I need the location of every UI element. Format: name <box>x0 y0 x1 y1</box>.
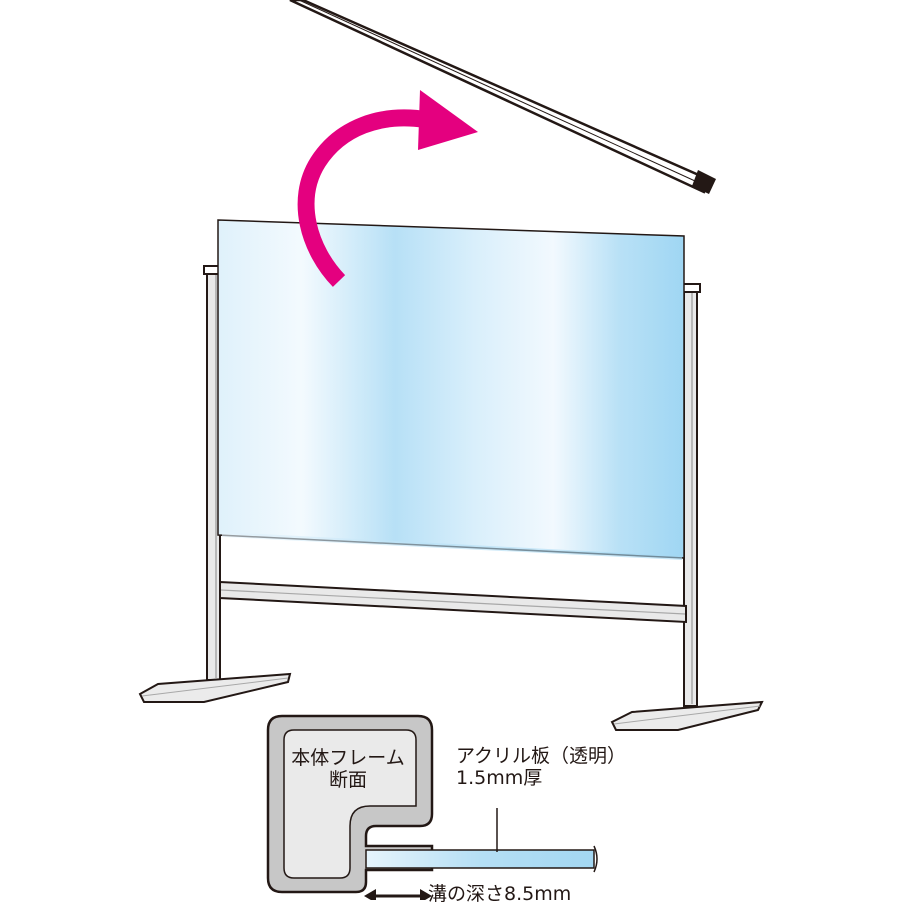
acrylic-panel <box>217 219 685 560</box>
top-bar <box>289 0 716 194</box>
acrylic-label-line2: 1.5mm厚 <box>456 766 543 789</box>
right-foot <box>610 700 764 731</box>
install-arrow <box>297 90 478 287</box>
acrylic-label-line1: アクリル板（透明） <box>456 745 627 767</box>
cross-bar <box>219 580 687 624</box>
groove-depth-label: 溝の深さ8.5mm <box>428 883 572 905</box>
frame-section-label: 本体フレーム 断面 <box>288 747 408 792</box>
frame-section-label-line1: 本体フレーム <box>291 747 405 769</box>
frame-section-label-line2: 断面 <box>328 768 367 791</box>
right-post <box>680 283 701 707</box>
frame-cross-section <box>266 714 598 903</box>
left-foot <box>138 672 292 703</box>
acrylic-label: アクリル板（透明） 1.5mm厚 <box>456 745 627 790</box>
